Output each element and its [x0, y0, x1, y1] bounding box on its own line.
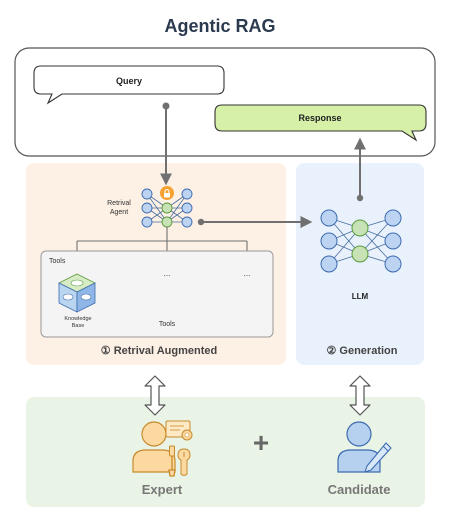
llm-label: LLM [352, 292, 369, 301]
query-response-container [14, 47, 436, 157]
llm-network [320, 209, 402, 273]
tools-caption: Tools [159, 321, 176, 328]
query-to-agent-arrow [160, 102, 172, 186]
retrieval-agent-label-1: Retrival [107, 200, 131, 207]
plus-sign: + [253, 427, 269, 458]
agent-to-llm-arrow [197, 216, 313, 228]
generation-section-label: ② Generation [327, 345, 398, 357]
human-feedback-section [26, 397, 425, 507]
candidate-person-icon [337, 421, 381, 473]
tools-ellipsis-2: ... [244, 269, 251, 278]
database-cube-icon [58, 273, 96, 313]
response-label: Response [298, 113, 341, 123]
diagram-title: Agentic RAG [164, 16, 275, 36]
candidate-double-arrow [349, 375, 371, 416]
query-bubble: Query [33, 65, 225, 105]
llm-to-response-arrow [354, 137, 366, 202]
query-label: Query [116, 76, 142, 86]
knowledge-base-label-2: Base [72, 323, 85, 329]
retrieval-agent-label-2: Agent [110, 209, 128, 216]
knowledge-base-label-1: Knowledge [64, 316, 91, 322]
tools-ellipsis-1: ... [164, 269, 171, 278]
pen-icon [364, 442, 392, 473]
retrieval-section-label: ① Retrival Augmented [101, 345, 217, 357]
tools-icon [168, 445, 191, 477]
tools-box [40, 250, 274, 338]
lock-icon [160, 186, 174, 200]
retrieval-agent-network [141, 186, 193, 228]
candidate-label: Candidate [328, 482, 391, 497]
tools-title: Tools [49, 258, 66, 265]
certificate-icon [165, 420, 193, 441]
expert-double-arrow [144, 375, 166, 416]
response-bubble: Response [214, 104, 427, 142]
expert-label: Expert [142, 482, 183, 497]
